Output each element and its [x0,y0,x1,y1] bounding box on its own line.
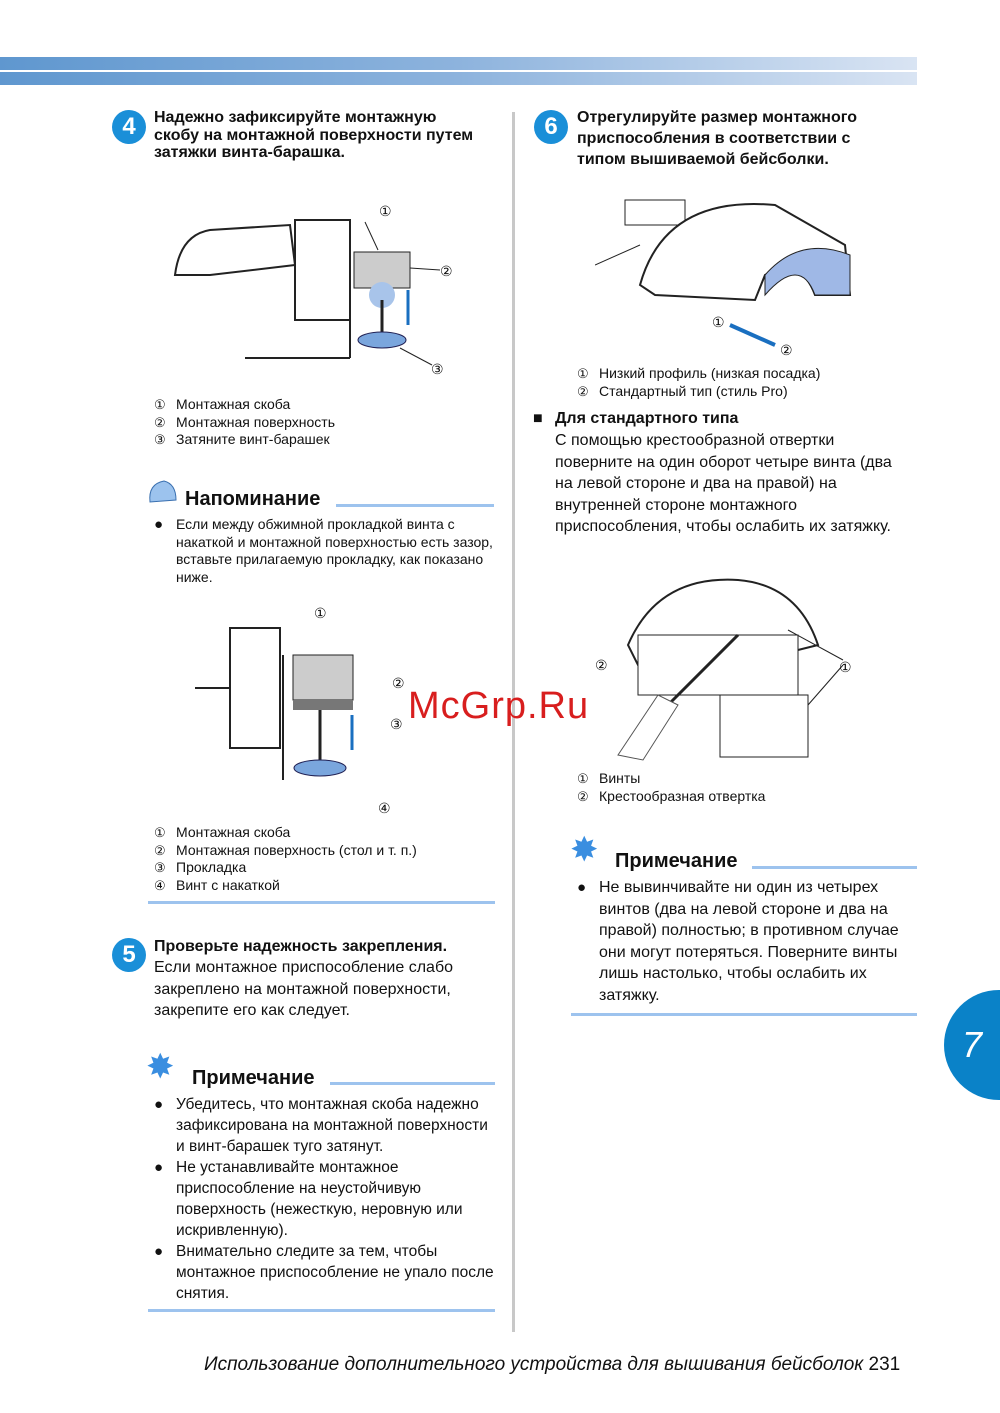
callout-1: ① [839,659,852,675]
callout-3: ③ [390,716,403,732]
note2-end-rule [571,1013,917,1016]
reminder-title-rule [336,504,494,507]
step5-title: Проверьте надежность закрепления. [154,938,448,955]
step-number-5: 5 [112,938,146,972]
step-number-6: 6 [534,110,568,144]
bullet-item: ●Не устанавливайте монтажное приспособле… [154,1159,463,1239]
standard-type-title: Для стандартного типа [555,410,739,427]
standard-type-marker: ■ [533,410,543,427]
watermark: McGrp.Ru [408,685,590,727]
standard-type-text: С помощью крестообразной отвертки поверн… [555,432,892,535]
bullet-item: ●Убедитесь, что монтажная скоба надежно … [154,1096,488,1155]
note-star-icon: ✸ [146,1048,175,1086]
callout-2: ② [440,263,453,279]
note2-title: Примечание [615,850,738,872]
page-number: 231 [868,1354,901,1375]
callout-1: ① [314,605,327,621]
footer-title: Использование дополнительного устройства… [204,1354,864,1375]
note1-title: Примечание [192,1067,315,1089]
bell-icon [149,480,177,503]
note2-title-rule [752,866,917,869]
reminder-bullets: ●Если между обжимной прокладкой винта с … [154,516,499,586]
bullet-item: ●Не вывинчивайте ни один из четырех винт… [577,879,899,1004]
column-divider [512,112,515,1332]
clamp-illustration [173,219,441,366]
callout-4: ④ [378,800,391,816]
chapter-tab[interactable]: 7 [944,990,1000,1100]
step-number-4: 4 [112,110,146,144]
page-footer: Использование дополнительного устройства… [204,1354,900,1376]
step4-title: Надежно зафиксируйте монтажную скобу на … [154,109,474,161]
callout-2: ② [392,675,405,691]
header-band-line [0,70,917,72]
step5-text: Если монтажное приспособление слабо закр… [154,959,454,1019]
note1-title-rule [330,1082,495,1085]
screwdriver-illustration [617,578,844,761]
note1-end-rule [148,1309,495,1312]
callout-1: ① [712,314,725,330]
spacer-illustration [195,627,354,780]
cap-frame-illustration [595,199,852,347]
step6-title: Отрегулируйте размер монтажного приспосо… [577,109,857,168]
callout-3: ③ [431,361,444,377]
bullet-item: ●Если между обжимной прокладкой винта с … [154,516,493,585]
callout-2: ② [780,342,793,358]
callout-2: ② [595,657,608,673]
note-star-icon: ✸ [570,831,599,869]
note1-bullets: ●Убедитесь, что монтажная скоба надежно … [154,1094,499,1304]
callout-1: ① [379,203,392,219]
note2-bullets: ●Не вывинчивайте ни один из четырех винт… [577,877,917,1006]
bullet-item: ●Внимательно следите за тем, чтобы монта… [154,1243,494,1302]
reminder-title: Напоминание [185,488,321,510]
reminder-end-rule [148,901,495,904]
